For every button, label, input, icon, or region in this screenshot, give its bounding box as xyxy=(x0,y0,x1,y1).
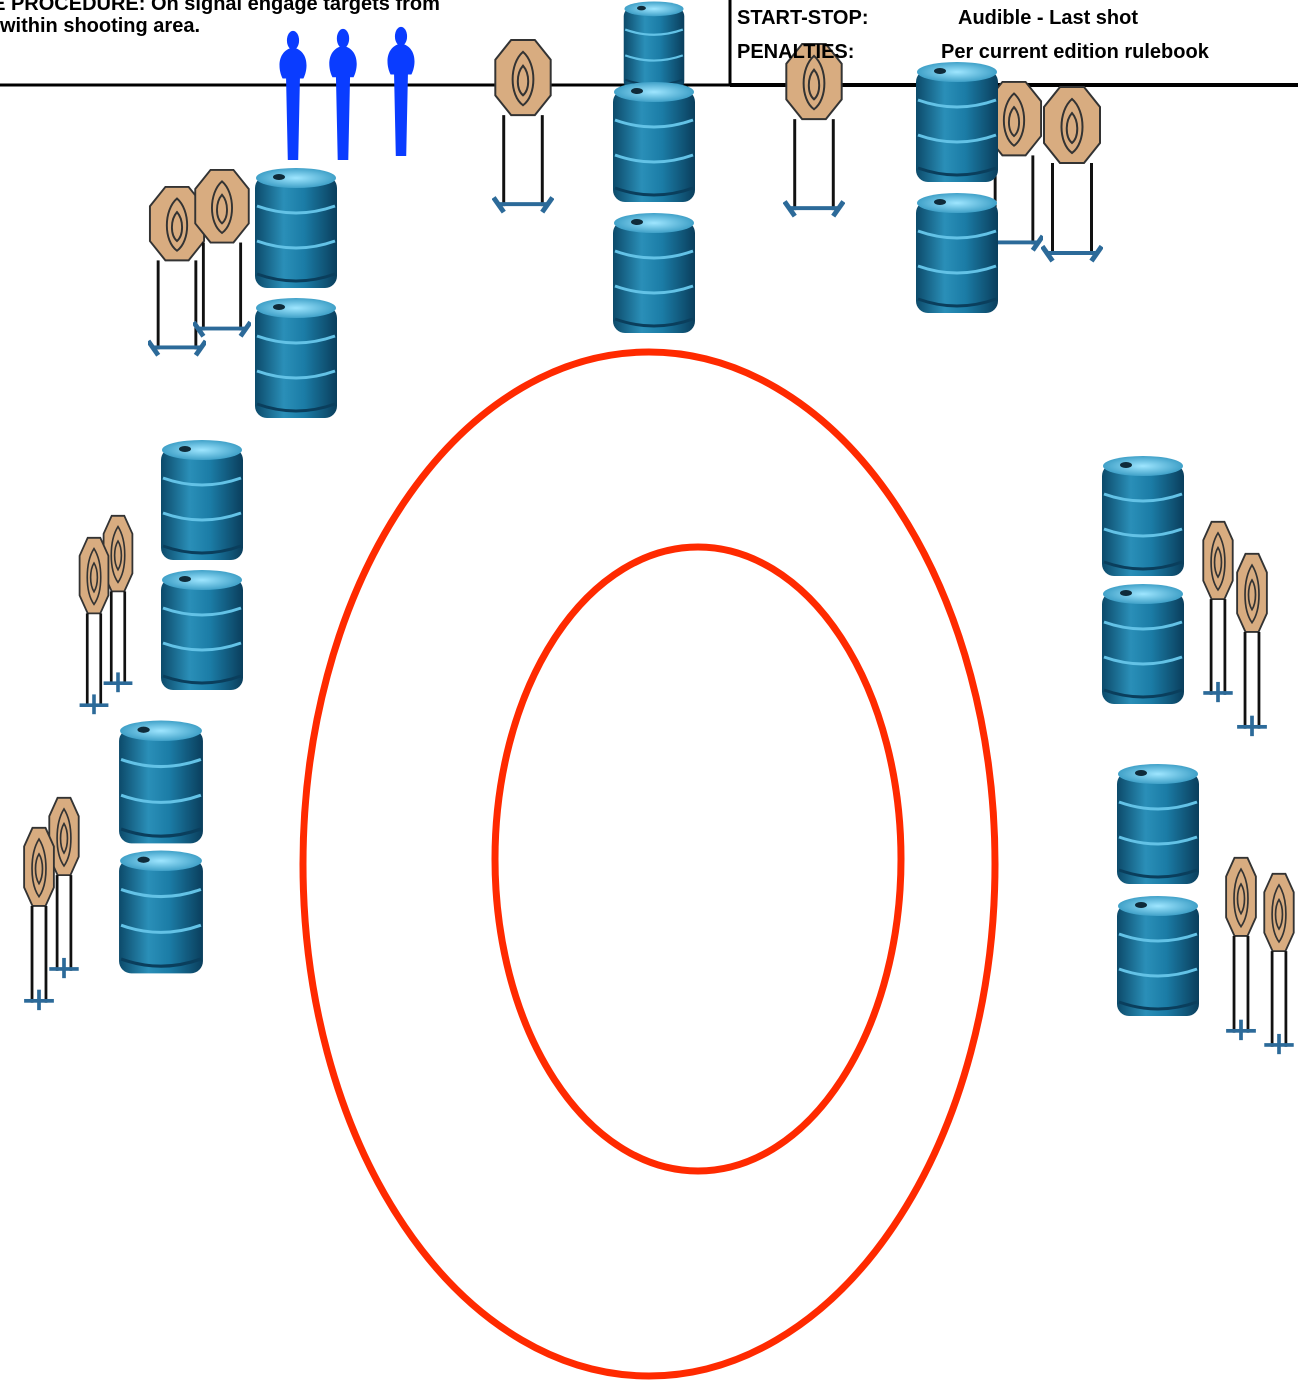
popper-icon xyxy=(279,30,307,160)
steel-plate-target-icon xyxy=(1263,872,1295,1056)
steel-plate-target-icon xyxy=(1041,85,1103,264)
steel-plate-target-icon xyxy=(1236,552,1268,738)
popper-icon xyxy=(387,26,415,156)
steel-plate-target-icon xyxy=(78,536,110,716)
steel-plate-target-icon xyxy=(1202,520,1234,704)
start-stop-value: Audible - Last shot xyxy=(958,7,1138,29)
barrel-icon xyxy=(253,296,339,420)
barrel-icon xyxy=(1115,762,1201,886)
penalties-value: Per current edition rulebook xyxy=(941,41,1209,63)
barrel-icon xyxy=(117,848,205,975)
barrel-icon xyxy=(253,166,339,290)
popper-icon xyxy=(329,28,357,160)
barrel-stack-right-middle xyxy=(1100,454,1186,706)
barrel-icon xyxy=(159,568,245,692)
barrel-stack-left-middle xyxy=(159,438,245,692)
shooting-area-inner xyxy=(491,543,905,1175)
barrel-icon xyxy=(611,211,697,335)
barrel-icon xyxy=(159,438,245,562)
barrel-icon xyxy=(914,60,1000,184)
barrel-stack-left-lower xyxy=(117,718,205,975)
barrel-stack-top-right xyxy=(914,60,1000,315)
barrel-stack-right-lower xyxy=(1115,762,1201,1018)
steel-plate-target-icon xyxy=(193,168,251,339)
popper-group xyxy=(279,26,415,160)
barrel-stack-top-left xyxy=(253,166,339,420)
barrel-icon xyxy=(117,718,205,845)
barrel-icon xyxy=(1100,454,1186,578)
stage-procedure-line2: within shooting area. xyxy=(0,15,201,37)
shooting-area-outer xyxy=(299,348,999,1380)
barrel-icon xyxy=(1100,582,1186,706)
steel-plate-target-icon xyxy=(783,42,845,219)
barrel-icon xyxy=(914,191,1000,315)
steel-plate-target-icon xyxy=(1225,856,1257,1042)
stage-procedure-line1: STAGE PROCEDURE: On signal engage target… xyxy=(0,0,440,15)
steel-plate-target-icon xyxy=(492,38,554,215)
steel-plate-target-icon xyxy=(23,826,55,1012)
steel-plate-target-icon xyxy=(102,514,134,694)
barrel-icon xyxy=(1115,894,1201,1018)
barrel-icon xyxy=(611,80,697,204)
start-stop-label: START-STOP: xyxy=(737,7,869,29)
barrel-stack-top-center xyxy=(611,0,697,335)
barrel-icon xyxy=(622,0,686,92)
penalties-label: PENALTIES: xyxy=(737,41,855,63)
